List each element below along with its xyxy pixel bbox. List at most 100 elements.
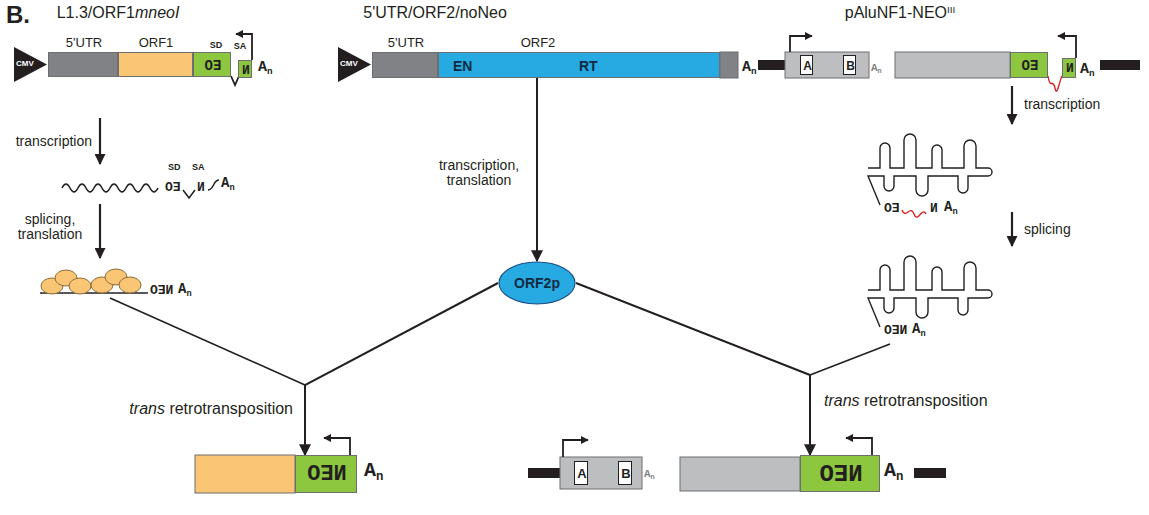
node-text: 5'UTR (66, 36, 102, 49)
merge-line (110, 298, 305, 385)
ribosome (119, 277, 141, 293)
connector-arrow (536, 78, 538, 261)
rna-structure (868, 256, 992, 327)
poly-a: An (871, 62, 882, 74)
node-text: RT (579, 59, 598, 73)
connector-arrow (305, 283, 498, 455)
poly-a: An (258, 60, 273, 77)
node-text: OƎ (1022, 59, 1039, 73)
poly-a: An (1080, 62, 1095, 79)
poly-a: An (221, 176, 235, 191)
node-text: ORF2p (514, 276, 560, 290)
neo-fragment: OƎ (165, 181, 181, 195)
flank-bar (914, 468, 946, 478)
poly-a: An (912, 322, 926, 337)
edge-label: transcription, translation (424, 158, 534, 189)
panel-letter: B. (6, 2, 30, 28)
orf2-box: ORF2ENRT (438, 52, 720, 78)
step-label: transcription (1024, 97, 1100, 112)
process-arrow (1011, 212, 1013, 246)
flank-bar (758, 60, 785, 70)
rna-tail (208, 180, 219, 190)
promoter-arrow (563, 440, 588, 457)
alu-box (560, 457, 642, 489)
spacer-box (680, 457, 800, 491)
node-text: OƎ (205, 59, 222, 73)
promoter-triangle: CMV (338, 47, 371, 82)
poly-a: An (742, 60, 757, 77)
box-a: A (574, 461, 588, 485)
node-text: A (577, 467, 586, 480)
intron-line (1048, 76, 1062, 91)
splice-site: SA (192, 163, 205, 173)
node-text: И (242, 64, 250, 77)
node-text: SA (234, 42, 247, 51)
neo-exon-box: И (1062, 58, 1076, 78)
protein-ellipse: ORF2p (498, 261, 576, 305)
utr-box (720, 52, 738, 78)
connector-arrow (576, 283, 810, 455)
utr-box: 5'UTR (372, 52, 438, 78)
node-text: SD (210, 41, 223, 50)
poly-a: An (644, 468, 655, 480)
construct-title: L1.3/ORF1mneoI (57, 4, 180, 22)
neo-exon-box: OƎ (1010, 52, 1048, 78)
promoter-arrow (790, 36, 812, 52)
orf1-box (195, 455, 295, 493)
node-text: A (803, 60, 812, 72)
node-text: ORF2 (521, 36, 556, 49)
node-text: B (621, 467, 630, 480)
construct-title: pAluNF1-NEOIII (845, 4, 956, 22)
splice-site: SD (168, 163, 181, 173)
alu-box (785, 52, 869, 78)
neo-exon-box: SDOƎ (193, 52, 231, 77)
poly-a: An (944, 200, 958, 215)
rna-wave (62, 184, 158, 192)
poly-a: An (178, 282, 192, 297)
neo-fragment: OƎИ (150, 284, 173, 298)
neo-fragment: OƎ (884, 202, 900, 216)
poly-a: An (364, 460, 383, 482)
neo-gene-box: OƎИ (295, 455, 357, 493)
process-arrow (99, 118, 101, 164)
neo-fragment: И (930, 202, 938, 216)
process-arrow (1011, 86, 1013, 124)
flank-bar (1100, 60, 1140, 70)
intron-line (183, 190, 195, 198)
merge-line (810, 344, 890, 375)
box-b: B (618, 461, 632, 485)
neo-fragment: OƎИ (884, 324, 907, 338)
node-text: OƎИ (307, 464, 347, 486)
utr-box: 5'UTR (48, 52, 118, 77)
intron-line (902, 210, 926, 217)
step-label: transcription (16, 134, 92, 149)
node-text: CMV (340, 60, 358, 68)
rna-structure (868, 134, 992, 205)
box-a: A (800, 55, 813, 75)
neo-gene-box: OƎИ (800, 455, 880, 492)
node-text: И (1066, 62, 1074, 75)
node-text: CMV (16, 60, 34, 68)
flank-bar (528, 468, 560, 478)
promoter-arrow (324, 438, 350, 455)
neo-fragment: И (197, 181, 205, 195)
process-arrow (99, 204, 101, 258)
step-label: splicing, translation (5, 212, 95, 243)
promoter-arrow (846, 438, 872, 455)
box-b: B (843, 55, 856, 75)
node-text: OƎИ (819, 463, 862, 487)
node-text: ORF1 (139, 36, 174, 49)
node-text: 5'UTR (388, 36, 424, 49)
construct-title: 5'UTR/ORF2/noNeo (363, 4, 507, 22)
edge-label: trans retrotransposition (822, 392, 990, 410)
spacer-box (895, 52, 1010, 78)
orf1-box: ORF1 (118, 52, 193, 77)
edge-label: trans retrotransposition (127, 400, 295, 418)
promoter-arrow (1058, 36, 1076, 58)
ribosome (69, 278, 91, 294)
step-label: splicing (1024, 222, 1071, 237)
node-text: B (846, 60, 855, 72)
promoter-triangle: CMV (14, 47, 47, 82)
neo-exon-box: SAИ (238, 60, 252, 78)
